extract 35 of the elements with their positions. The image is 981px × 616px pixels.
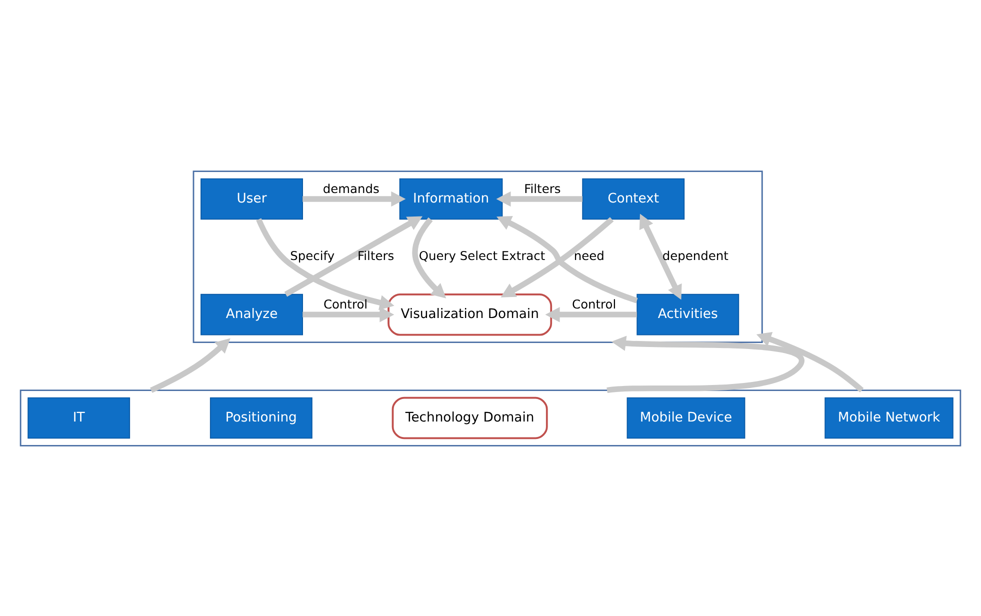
node-box: Activities <box>636 293 740 335</box>
arrow <box>302 306 394 322</box>
arrow <box>496 190 582 206</box>
edge-label: Filters <box>524 181 561 196</box>
node-box: Information <box>399 178 503 220</box>
edge-label: Filters <box>358 248 394 263</box>
arrow <box>500 216 614 297</box>
arrow <box>302 190 406 206</box>
node-box: Mobile Device <box>626 396 746 438</box>
arrow <box>412 216 446 298</box>
node-box: Analyze <box>200 293 303 335</box>
node-box: User <box>200 178 303 220</box>
node-box: Positioning <box>210 396 312 438</box>
node-box: Visualization Domain <box>388 292 552 336</box>
cluster <box>20 389 962 446</box>
edge-label: demands <box>322 181 380 196</box>
edge-label: Control <box>572 296 616 311</box>
arrow <box>639 213 682 300</box>
edge-label: need <box>574 248 604 263</box>
edge-label: Specify <box>290 248 335 263</box>
node-box: Context <box>582 178 685 220</box>
arrow <box>256 218 394 310</box>
arrow <box>150 338 230 392</box>
node-box: IT <box>28 396 130 438</box>
edge-label: dependent <box>662 248 728 263</box>
edge-label: Query Select Extract <box>418 248 546 263</box>
arrow <box>496 216 638 303</box>
node-box: Mobile Network <box>824 396 954 438</box>
node-box: Technology Domain <box>392 396 548 439</box>
arrow <box>284 216 422 296</box>
edge-label: Control <box>323 296 368 311</box>
arrow <box>756 332 864 392</box>
cluster <box>192 170 763 343</box>
arrow <box>606 335 804 393</box>
arrow <box>545 306 637 322</box>
